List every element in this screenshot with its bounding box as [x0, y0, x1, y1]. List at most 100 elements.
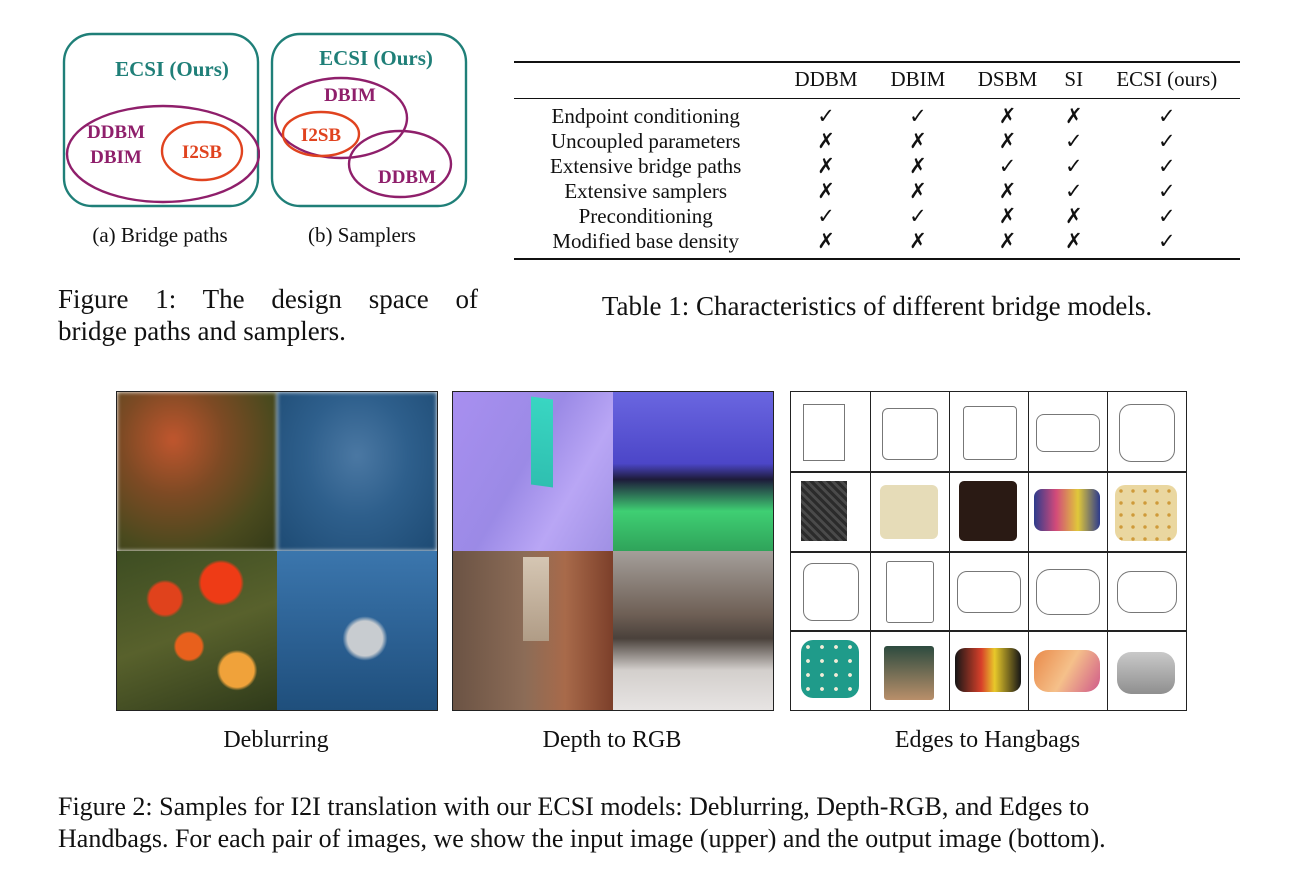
mark-cell: ✓: [1158, 229, 1176, 253]
blurred-shark-image: [277, 392, 437, 551]
generated-handbag-image: [1107, 471, 1186, 551]
row-name: Endpoint conditioning: [551, 104, 740, 128]
generated-handbag-image: [1028, 630, 1107, 710]
mark-cell: ✗: [998, 229, 1017, 253]
figure2-caption-line2: Handbags. For each pair of images, we sh…: [58, 824, 1106, 853]
set-ddbm: [347, 129, 453, 199]
subcaption-samplers: (b) Samplers: [308, 223, 416, 247]
rgb-courtyard-image: [613, 551, 773, 710]
label-i2sb: I2SB: [182, 142, 222, 163]
table-header-row: DDBM DBIM DSBM SI ECSI (ours): [514, 62, 1240, 99]
set-ddbm-dbim: [65, 104, 260, 204]
label-ddbm: DDBM: [87, 122, 145, 143]
rgb-wall-image: [453, 551, 613, 710]
edge-sketch-image: [870, 551, 949, 630]
column-header: DSBM: [961, 62, 1054, 99]
rgb-pillar: [523, 557, 549, 641]
generated-handbag-image: [949, 471, 1028, 551]
label-i2sb: I2SB: [301, 125, 341, 146]
mark-cell: ✓: [1158, 204, 1176, 228]
edge-sketch-image: [949, 392, 1028, 471]
mark-cell: ✗: [909, 179, 927, 203]
generated-handbag-image: [791, 471, 870, 551]
subcaption-bridge-paths: (a) Bridge paths: [92, 223, 228, 247]
column-header: DDBM: [777, 62, 875, 99]
set-dbim: [273, 76, 409, 160]
set-i2sb: [160, 120, 244, 182]
edge-sketch-image: [1107, 392, 1186, 471]
grid-divider: [791, 551, 1186, 553]
deblurred-tulips-image: [117, 551, 277, 710]
table-row: Modified base density ✗ ✗ ✗ ✗ ✓: [514, 229, 1240, 259]
edges-to-handbags-panel: [790, 391, 1187, 711]
mark-cell: ✗: [998, 129, 1017, 153]
table-row: Extensive bridge paths ✗ ✗ ✓ ✓ ✓: [514, 154, 1240, 179]
mark-cell: ✗: [909, 129, 927, 153]
mark-cell: ✗: [817, 179, 835, 203]
row-name: Uncoupled parameters: [550, 129, 741, 153]
mark-cell: ✗: [909, 154, 927, 178]
label-dbim: DBIM: [90, 147, 142, 168]
label-ecsi: ECSI (Ours): [319, 46, 433, 70]
grid-divider: [791, 630, 1186, 632]
mark-cell: ✓: [817, 104, 835, 128]
column-header: ECSI (ours): [1093, 62, 1240, 99]
mark-cell: ✓: [909, 104, 927, 128]
table-row: Uncoupled parameters ✗ ✗ ✗ ✓ ✓: [514, 129, 1240, 154]
depth-map-wall-image: [453, 392, 613, 551]
mark-cell: ✗: [998, 179, 1017, 203]
table-row: Preconditioning ✓ ✓ ✗ ✗ ✓: [514, 204, 1240, 229]
panel-label-deblurring: Deblurring: [223, 727, 329, 753]
mark-cell: ✓: [1158, 179, 1176, 203]
mark-cell: ✓: [1158, 104, 1176, 128]
mark-cell: ✗: [998, 104, 1017, 128]
mark-cell: ✗: [1064, 229, 1083, 253]
edge-sketch-image: [791, 392, 870, 471]
mark-cell: ✗: [817, 129, 835, 153]
mark-cell: ✓: [1158, 129, 1176, 153]
depth-to-rgb-panel: [452, 391, 774, 711]
generated-handbag-image: [870, 630, 949, 710]
mark-cell: ✓: [909, 204, 927, 228]
label-ecsi: ECSI (Ours): [115, 57, 229, 81]
label-dbim: DBIM: [324, 85, 376, 106]
figure1-panel-b: ECSI (Ours) DBIM I2SB DDBM: [270, 32, 468, 208]
edge-sketch-image: [1107, 551, 1186, 630]
table-row: Extensive samplers ✗ ✗ ✗ ✓ ✓: [514, 179, 1240, 204]
generated-handbag-image: [1107, 630, 1186, 710]
set-i2sb: [281, 110, 361, 158]
figure1-caption-line1: Figure 1: The design space of: [58, 284, 478, 314]
edge-sketch-image: [949, 551, 1028, 630]
mark-cell: ✗: [998, 204, 1017, 228]
row-name: Extensive samplers: [564, 179, 728, 203]
table1-caption: Table 1: Characteristics of different br…: [601, 291, 1153, 321]
row-name: Extensive bridge paths: [550, 154, 742, 178]
depth-pillar: [531, 396, 553, 488]
row-name: Modified base density: [552, 229, 740, 253]
mark-cell: ✗: [817, 154, 835, 178]
outer-set-ecsi: [270, 32, 468, 208]
generated-handbag-image: [870, 471, 949, 551]
mark-cell: ✗: [817, 229, 835, 253]
figure1-caption-line2: bridge paths and samplers.: [58, 316, 346, 346]
mark-cell: ✗: [1064, 204, 1083, 228]
panel-label-edges-to-handbags: Edges to Hangbags: [894, 727, 1081, 753]
generated-handbag-image: [949, 630, 1028, 710]
column-header: [514, 62, 778, 99]
edge-sketch-image: [791, 551, 870, 630]
panel-label-depth-to-rgb: Depth to RGB: [542, 727, 682, 753]
generated-handbag-image: [1028, 471, 1107, 551]
mark-cell: ✗: [909, 229, 927, 253]
label-ddbm: DDBM: [378, 167, 436, 188]
mark-cell: ✓: [1064, 179, 1083, 203]
mark-cell: ✗: [1064, 104, 1083, 128]
depth-map-courtyard-image: [613, 392, 773, 551]
table-row: Endpoint conditioning ✓ ✓ ✗ ✗ ✓: [514, 99, 1240, 130]
deblurring-panel: [116, 391, 438, 711]
figure1-panel-a: ECSI (Ours) DDBM DBIM I2SB: [62, 32, 260, 208]
mark-cell: ✓: [1064, 129, 1083, 153]
outer-set-ecsi: [62, 32, 260, 208]
mark-cell: ✓: [817, 204, 835, 228]
column-header: DBIM: [874, 62, 962, 99]
deblurred-shark-image: [277, 551, 437, 710]
